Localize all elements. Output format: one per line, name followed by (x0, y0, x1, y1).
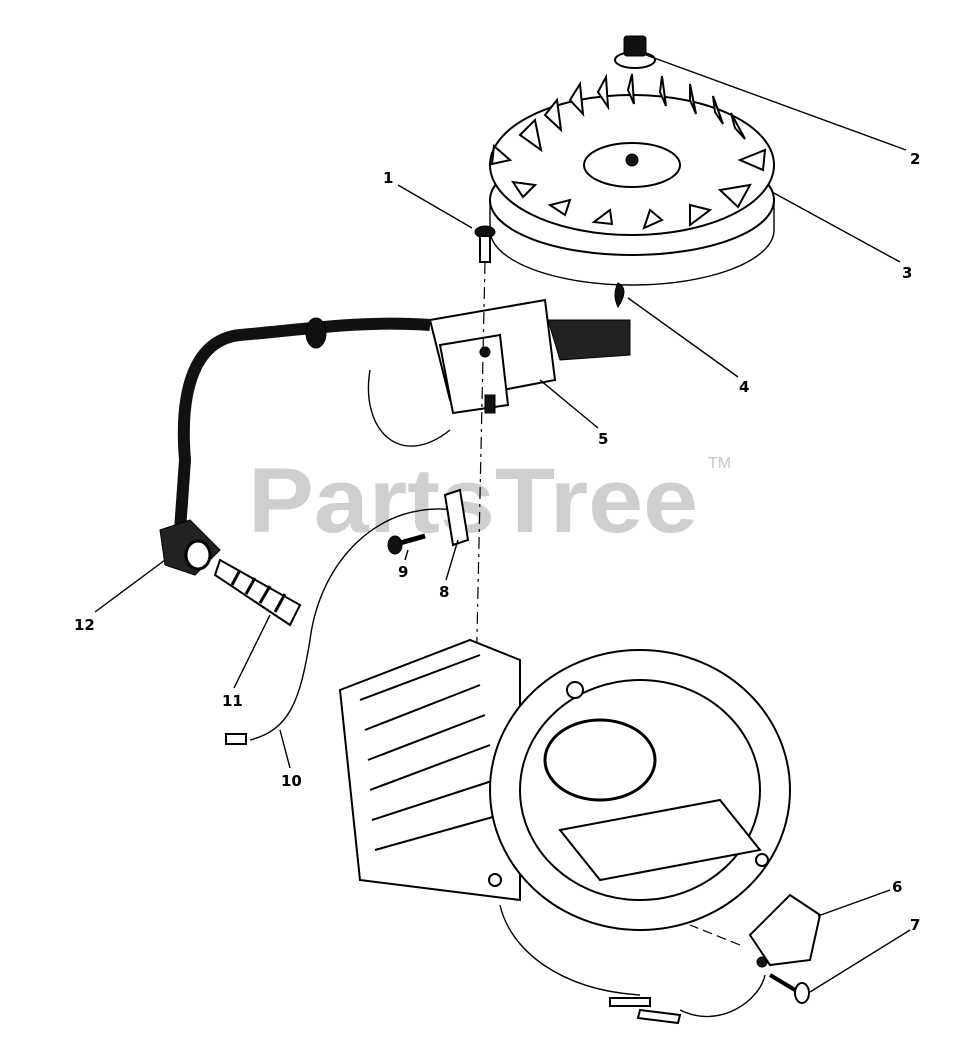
flywheel (489, 73, 775, 286)
switch-wire-2 (679, 974, 766, 1018)
ignition-coil (428, 298, 631, 415)
callout-8: 8 (439, 583, 449, 601)
wire-connector (609, 997, 651, 1007)
spark-plug (213, 558, 302, 627)
spark-plug-lead (159, 317, 431, 576)
callout-5: 5 (598, 430, 608, 448)
coil-wire (367, 369, 451, 447)
callout-2: 2 (910, 150, 920, 168)
flywheel-key (614, 282, 625, 308)
callout-1: 1 (383, 169, 393, 187)
callout-7: 7 (910, 916, 920, 934)
wire-connector-2 (636, 1008, 682, 1025)
watermark-trademark: TM (708, 455, 731, 472)
callout-11: 11 (222, 692, 243, 710)
stop-switch (748, 893, 822, 968)
flywheel-nut (614, 35, 656, 69)
coil-screw (474, 225, 496, 263)
callout-4: 4 (739, 378, 749, 396)
callout-6: 6 (892, 878, 902, 896)
centerline (474, 261, 486, 731)
callout-12: 12 (74, 616, 95, 634)
wire-terminal (225, 733, 247, 745)
wire-clip (443, 488, 470, 547)
switch-screw (768, 973, 810, 1004)
clip-screw (387, 533, 426, 555)
callout-3: 3 (902, 264, 912, 282)
switch-centerline (689, 924, 741, 946)
engine-crankcase (338, 638, 791, 931)
callout-10: 10 (281, 772, 302, 790)
callout-9: 9 (398, 563, 408, 581)
leader-lines (94, 54, 911, 993)
switch-wire (499, 904, 641, 996)
watermark: PartsTree (248, 450, 698, 552)
ground-wire (249, 508, 456, 741)
